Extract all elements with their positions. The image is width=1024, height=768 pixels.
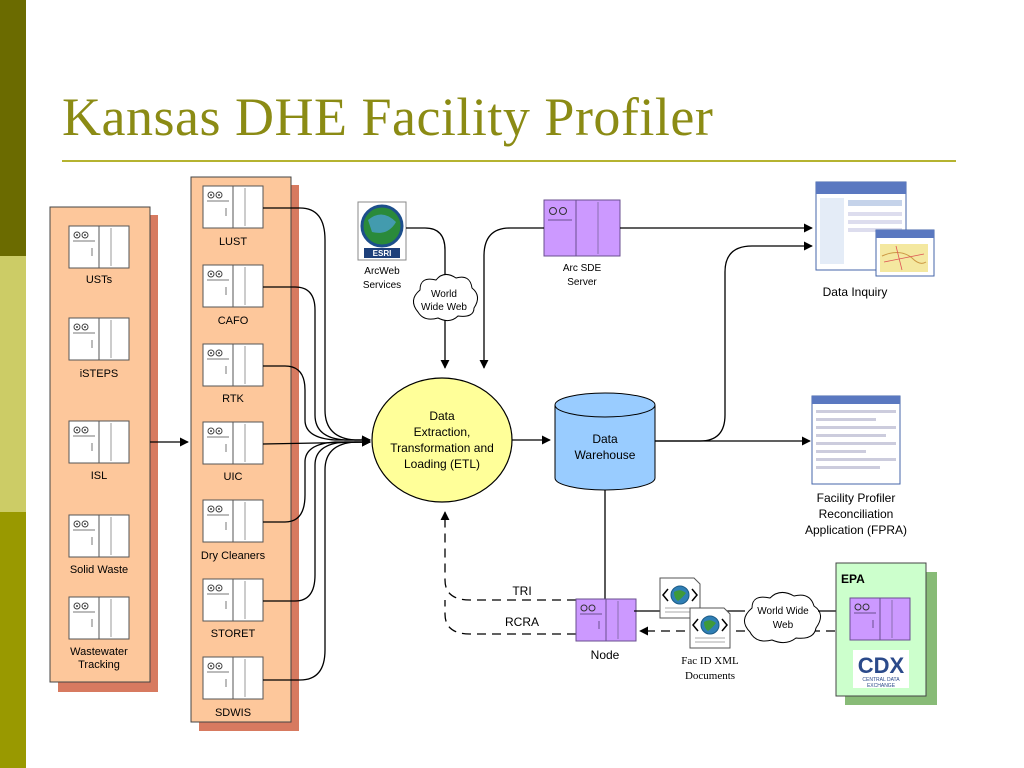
fpra-screenshot <box>811 395 901 485</box>
etl-label-4: Loading (ETL) <box>404 457 480 471</box>
etl-node <box>371 377 513 503</box>
server-lust <box>202 185 264 229</box>
label-isteps: iSTEPS <box>80 368 119 380</box>
slide-accent-bar <box>0 0 26 768</box>
cdx-sub-2: EXCHANGE <box>867 683 896 689</box>
arcweb-label-2: Services <box>363 280 401 291</box>
cdx-logo-text: CDX <box>858 653 905 678</box>
server-cafo <box>202 264 264 308</box>
server-ust <box>68 225 130 269</box>
server-isl <box>68 420 130 464</box>
label-isl: ISL <box>91 470 108 482</box>
label-usts: USTs <box>86 274 113 286</box>
epa-server <box>849 597 911 641</box>
slide-title: Kansas DHE Facility Profiler <box>62 87 714 147</box>
rcra-label: RCRA <box>505 615 539 629</box>
fpra-label-1: Facility Profiler <box>817 491 896 505</box>
www-bottom-label-2: Web <box>773 620 794 631</box>
fac-docs-label-2: Documents <box>685 670 735 682</box>
label-uic: UIC <box>224 471 243 483</box>
epa-label: EPA <box>841 572 865 586</box>
tri-label: TRI <box>512 584 531 598</box>
label-storet: STORET <box>211 628 256 640</box>
www-cloud-bottom <box>744 592 821 644</box>
server-solid-waste <box>68 514 130 558</box>
server-sdwis <box>202 656 264 700</box>
arc-sde-server <box>543 199 621 257</box>
node-server <box>575 598 637 642</box>
esri-globe-icon <box>357 201 407 261</box>
server-storet <box>202 578 264 622</box>
label-rtk: RTK <box>222 393 244 405</box>
arrow-warehouse-to-inquiry <box>655 241 813 442</box>
title-rule <box>62 160 956 162</box>
www-top-label-1: World <box>431 289 457 300</box>
etl-label-2: Extraction, <box>414 425 471 439</box>
fpra-label-2: Reconciliation <box>819 507 894 521</box>
arcweb-label-1: ArcWeb <box>364 266 400 277</box>
fpra-label-3: Application (FPRA) <box>805 523 907 537</box>
etl-label-1: Data <box>429 409 455 423</box>
esri-badge: ESRI <box>373 249 392 258</box>
fac-docs-label-1: Fac ID XML <box>681 655 739 667</box>
source-connectors <box>262 207 371 681</box>
cdx-sub-1: CENTRAL DATA <box>862 677 900 683</box>
server-wastewater <box>68 596 130 640</box>
label-solid-waste: Solid Waste <box>70 564 128 576</box>
server-uic <box>202 421 264 465</box>
etl-label-3: Transformation and <box>390 441 494 455</box>
www-bottom-label-1: World Wide <box>757 606 809 617</box>
server-isteps <box>68 317 130 361</box>
server-dry-cleaners <box>202 499 264 543</box>
warehouse-label-2: Warehouse <box>575 448 636 462</box>
label-tracking: Tracking <box>78 659 120 671</box>
data-inquiry-label: Data Inquiry <box>823 285 888 299</box>
node-label: Node <box>591 648 620 662</box>
label-wastewater: Wastewater <box>70 646 128 658</box>
server-rtk <box>202 343 264 387</box>
www-cloud-top <box>413 274 478 322</box>
label-dry-cleaners: Dry Cleaners <box>201 550 266 562</box>
arrow-arcweb-to-etl <box>406 227 450 369</box>
arc-sde-label-1: Arc SDE <box>563 263 602 274</box>
arrow-sde-to-etl <box>479 227 544 369</box>
data-warehouse-cylinder <box>554 392 656 491</box>
xml-document-icon <box>689 607 731 649</box>
label-lust: LUST <box>219 236 247 248</box>
data-inquiry-screenshot <box>815 181 935 277</box>
arc-sde-label-2: Server <box>567 277 597 288</box>
www-top-label-2: Wide Web <box>421 302 467 313</box>
cdx-logo <box>853 650 909 688</box>
label-sdwis: SDWIS <box>215 707 251 719</box>
label-cafo: CAFO <box>218 315 249 327</box>
warehouse-label-1: Data <box>592 432 618 446</box>
